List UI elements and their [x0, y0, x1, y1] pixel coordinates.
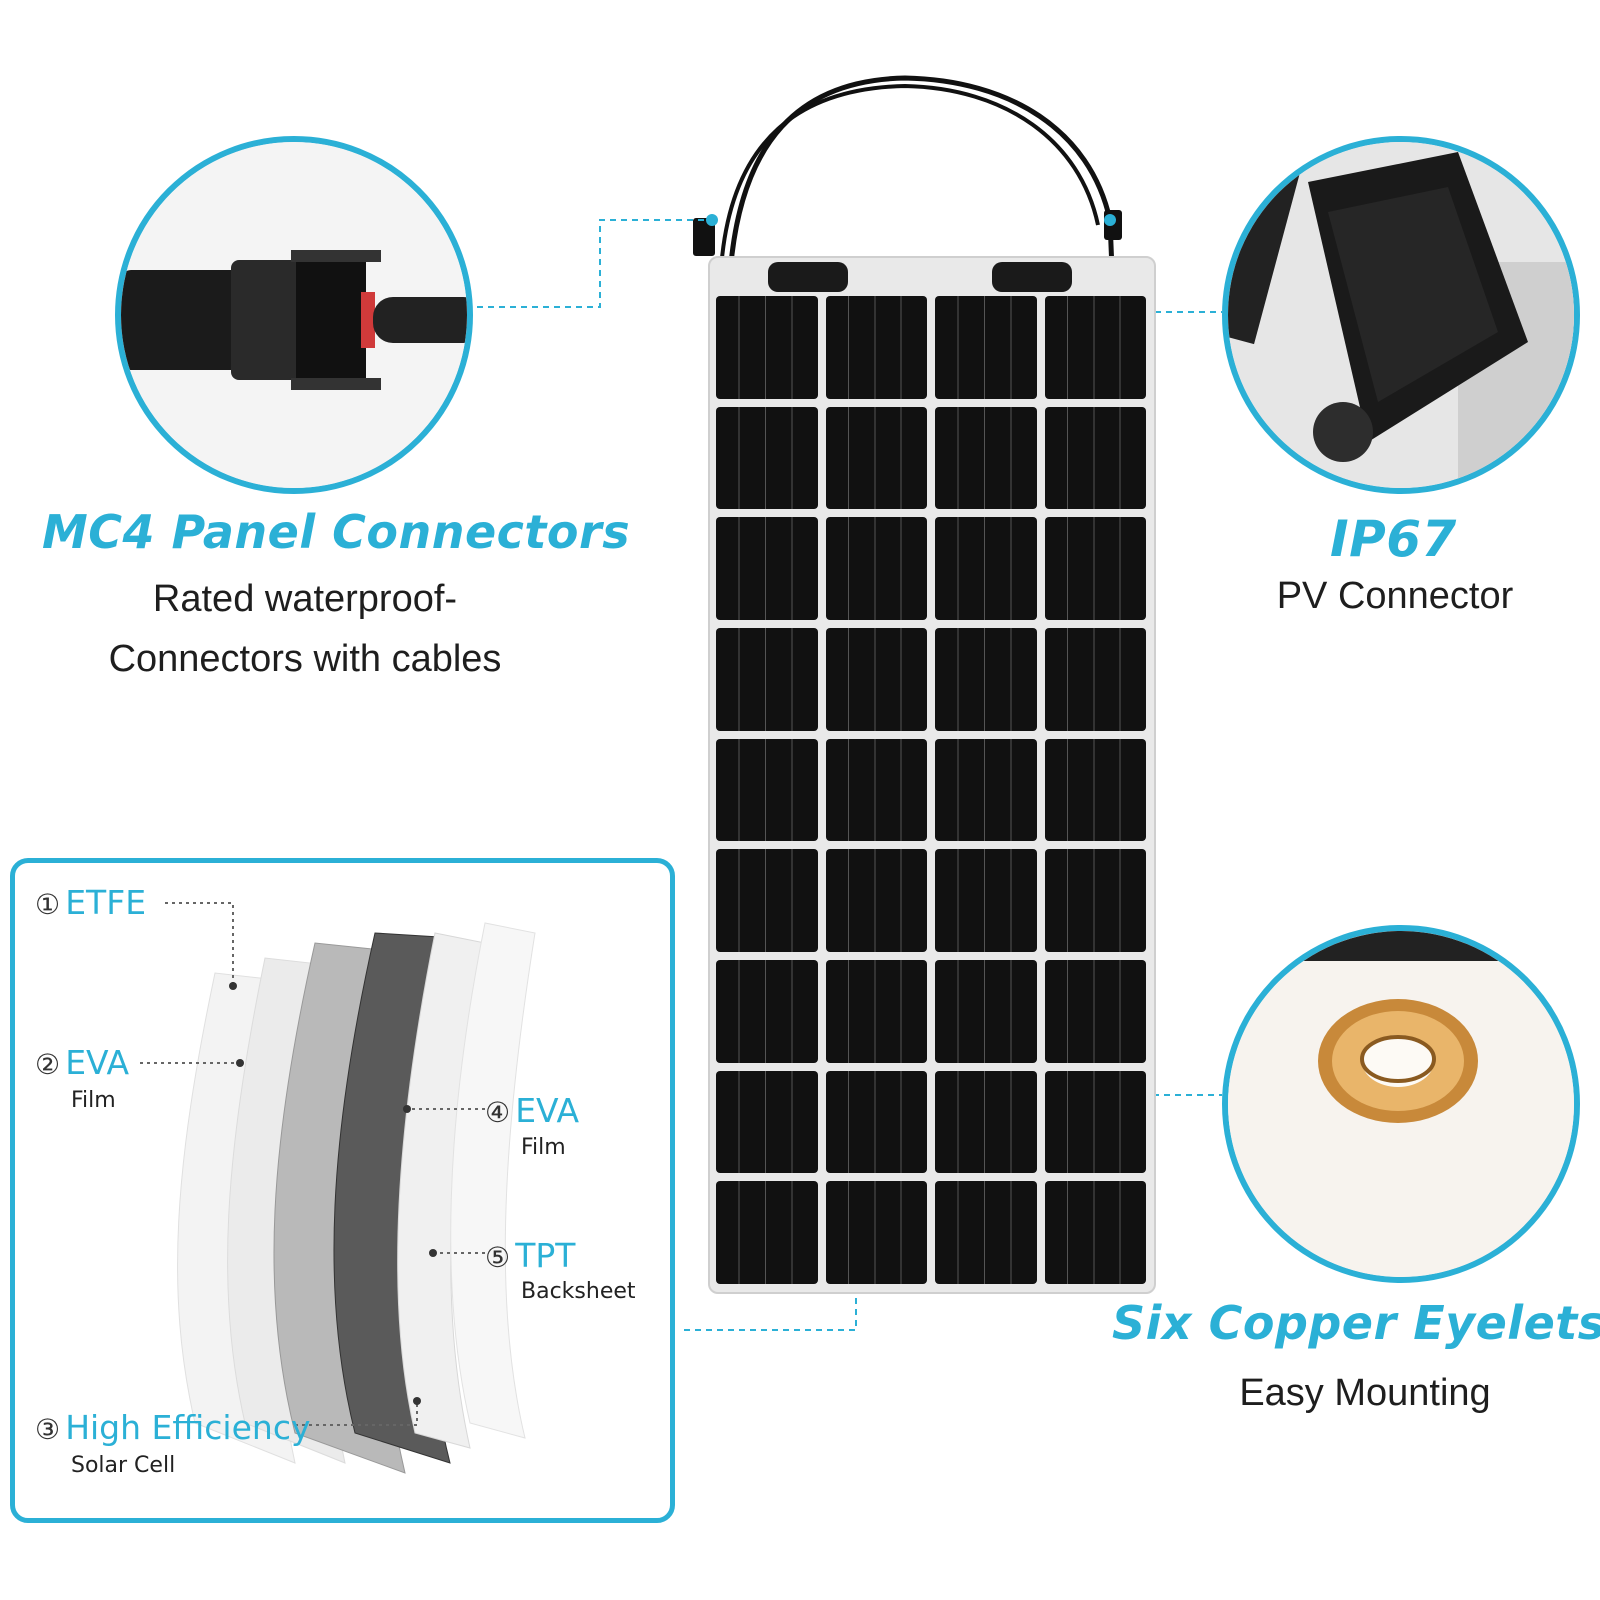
- solar-cell: [716, 959, 818, 1063]
- junction-box-icon: [1228, 142, 1574, 488]
- solar-cell: [716, 517, 818, 620]
- layer-eva-front: ② EVA: [35, 1043, 130, 1082]
- layer-solar-cell-desc: Solar Cell: [71, 1453, 176, 1478]
- solar-cell: [716, 406, 818, 510]
- solar-cell: [935, 296, 1037, 399]
- mc4-line1: Rated waterproof-: [152, 578, 458, 620]
- solar-cell: [1044, 517, 1146, 620]
- solar-cell: [825, 738, 927, 842]
- eyelets-title: Six Copper Eyelets: [1112, 1296, 1600, 1350]
- layer-eva-back: ④ EVA: [485, 1091, 580, 1130]
- solar-cell: [1044, 627, 1146, 731]
- solar-cell: [716, 296, 818, 399]
- solar-cell: [716, 1181, 818, 1284]
- solar-cell: [825, 849, 927, 952]
- solar-cell: [716, 627, 818, 731]
- layer-eva-front-desc: Film: [71, 1088, 116, 1113]
- solar-cell: [716, 1070, 818, 1174]
- mc4-line2: Connectors with cables: [108, 638, 502, 680]
- solar-cell: [935, 627, 1037, 731]
- layer-tpt: ⑤ TPT: [485, 1236, 576, 1275]
- copper-eyelet-icon: [1228, 931, 1574, 1277]
- solar-cell: [716, 849, 818, 952]
- solar-cell: [825, 1070, 927, 1174]
- solar-cell: [1044, 849, 1146, 952]
- ip67-subtitle: PV Connector: [1276, 575, 1514, 617]
- mc4-connector-icon: [121, 142, 467, 488]
- eyelets-subtitle: Easy Mounting: [1239, 1372, 1491, 1414]
- solar-cell: [716, 738, 818, 842]
- solar-cell: [935, 406, 1037, 510]
- solar-cell: [935, 517, 1037, 620]
- solar-cell: [1044, 959, 1146, 1063]
- layer-solar-cell: ③ High Efficiency: [35, 1408, 311, 1447]
- solar-cell: [825, 517, 927, 620]
- solar-cell: [1044, 406, 1146, 510]
- junction-box-left: [768, 262, 848, 292]
- solar-cell-grid: [716, 296, 1146, 1284]
- solar-cell: [825, 959, 927, 1063]
- copper-eyelet-zoom: [1222, 925, 1580, 1283]
- cable: [727, 75, 1115, 276]
- solar-cell: [825, 1181, 927, 1284]
- solar-cell: [935, 1070, 1037, 1174]
- solar-cell: [1044, 738, 1146, 842]
- mc4-title: MC4 Panel Connectors: [42, 505, 631, 559]
- layers-diagram-box: ① ETFE ② EVA Film ③ High Efficiency Sola…: [10, 858, 675, 1523]
- junction-box-right: [992, 262, 1072, 292]
- ip67-title: IP67: [1330, 510, 1457, 568]
- layer-tpt-desc: Backsheet: [521, 1279, 636, 1304]
- mc4-connector-zoom: [115, 136, 473, 494]
- solar-cell: [825, 406, 927, 510]
- flexible-layers-illustration: [140, 902, 536, 1474]
- solar-cell: [825, 296, 927, 399]
- layer-etfe: ① ETFE: [35, 883, 147, 922]
- solar-cell: [935, 849, 1037, 952]
- solar-cell: [935, 738, 1037, 842]
- solar-cell: [1044, 1181, 1146, 1284]
- solar-cell: [935, 1181, 1037, 1284]
- ip67-junction-zoom: [1222, 136, 1580, 494]
- layer-eva-back-desc: Film: [521, 1135, 566, 1160]
- solar-cell: [825, 627, 927, 731]
- solar-cell: [1044, 1070, 1146, 1174]
- solar-cell: [935, 959, 1037, 1063]
- solar-cell: [1044, 296, 1146, 399]
